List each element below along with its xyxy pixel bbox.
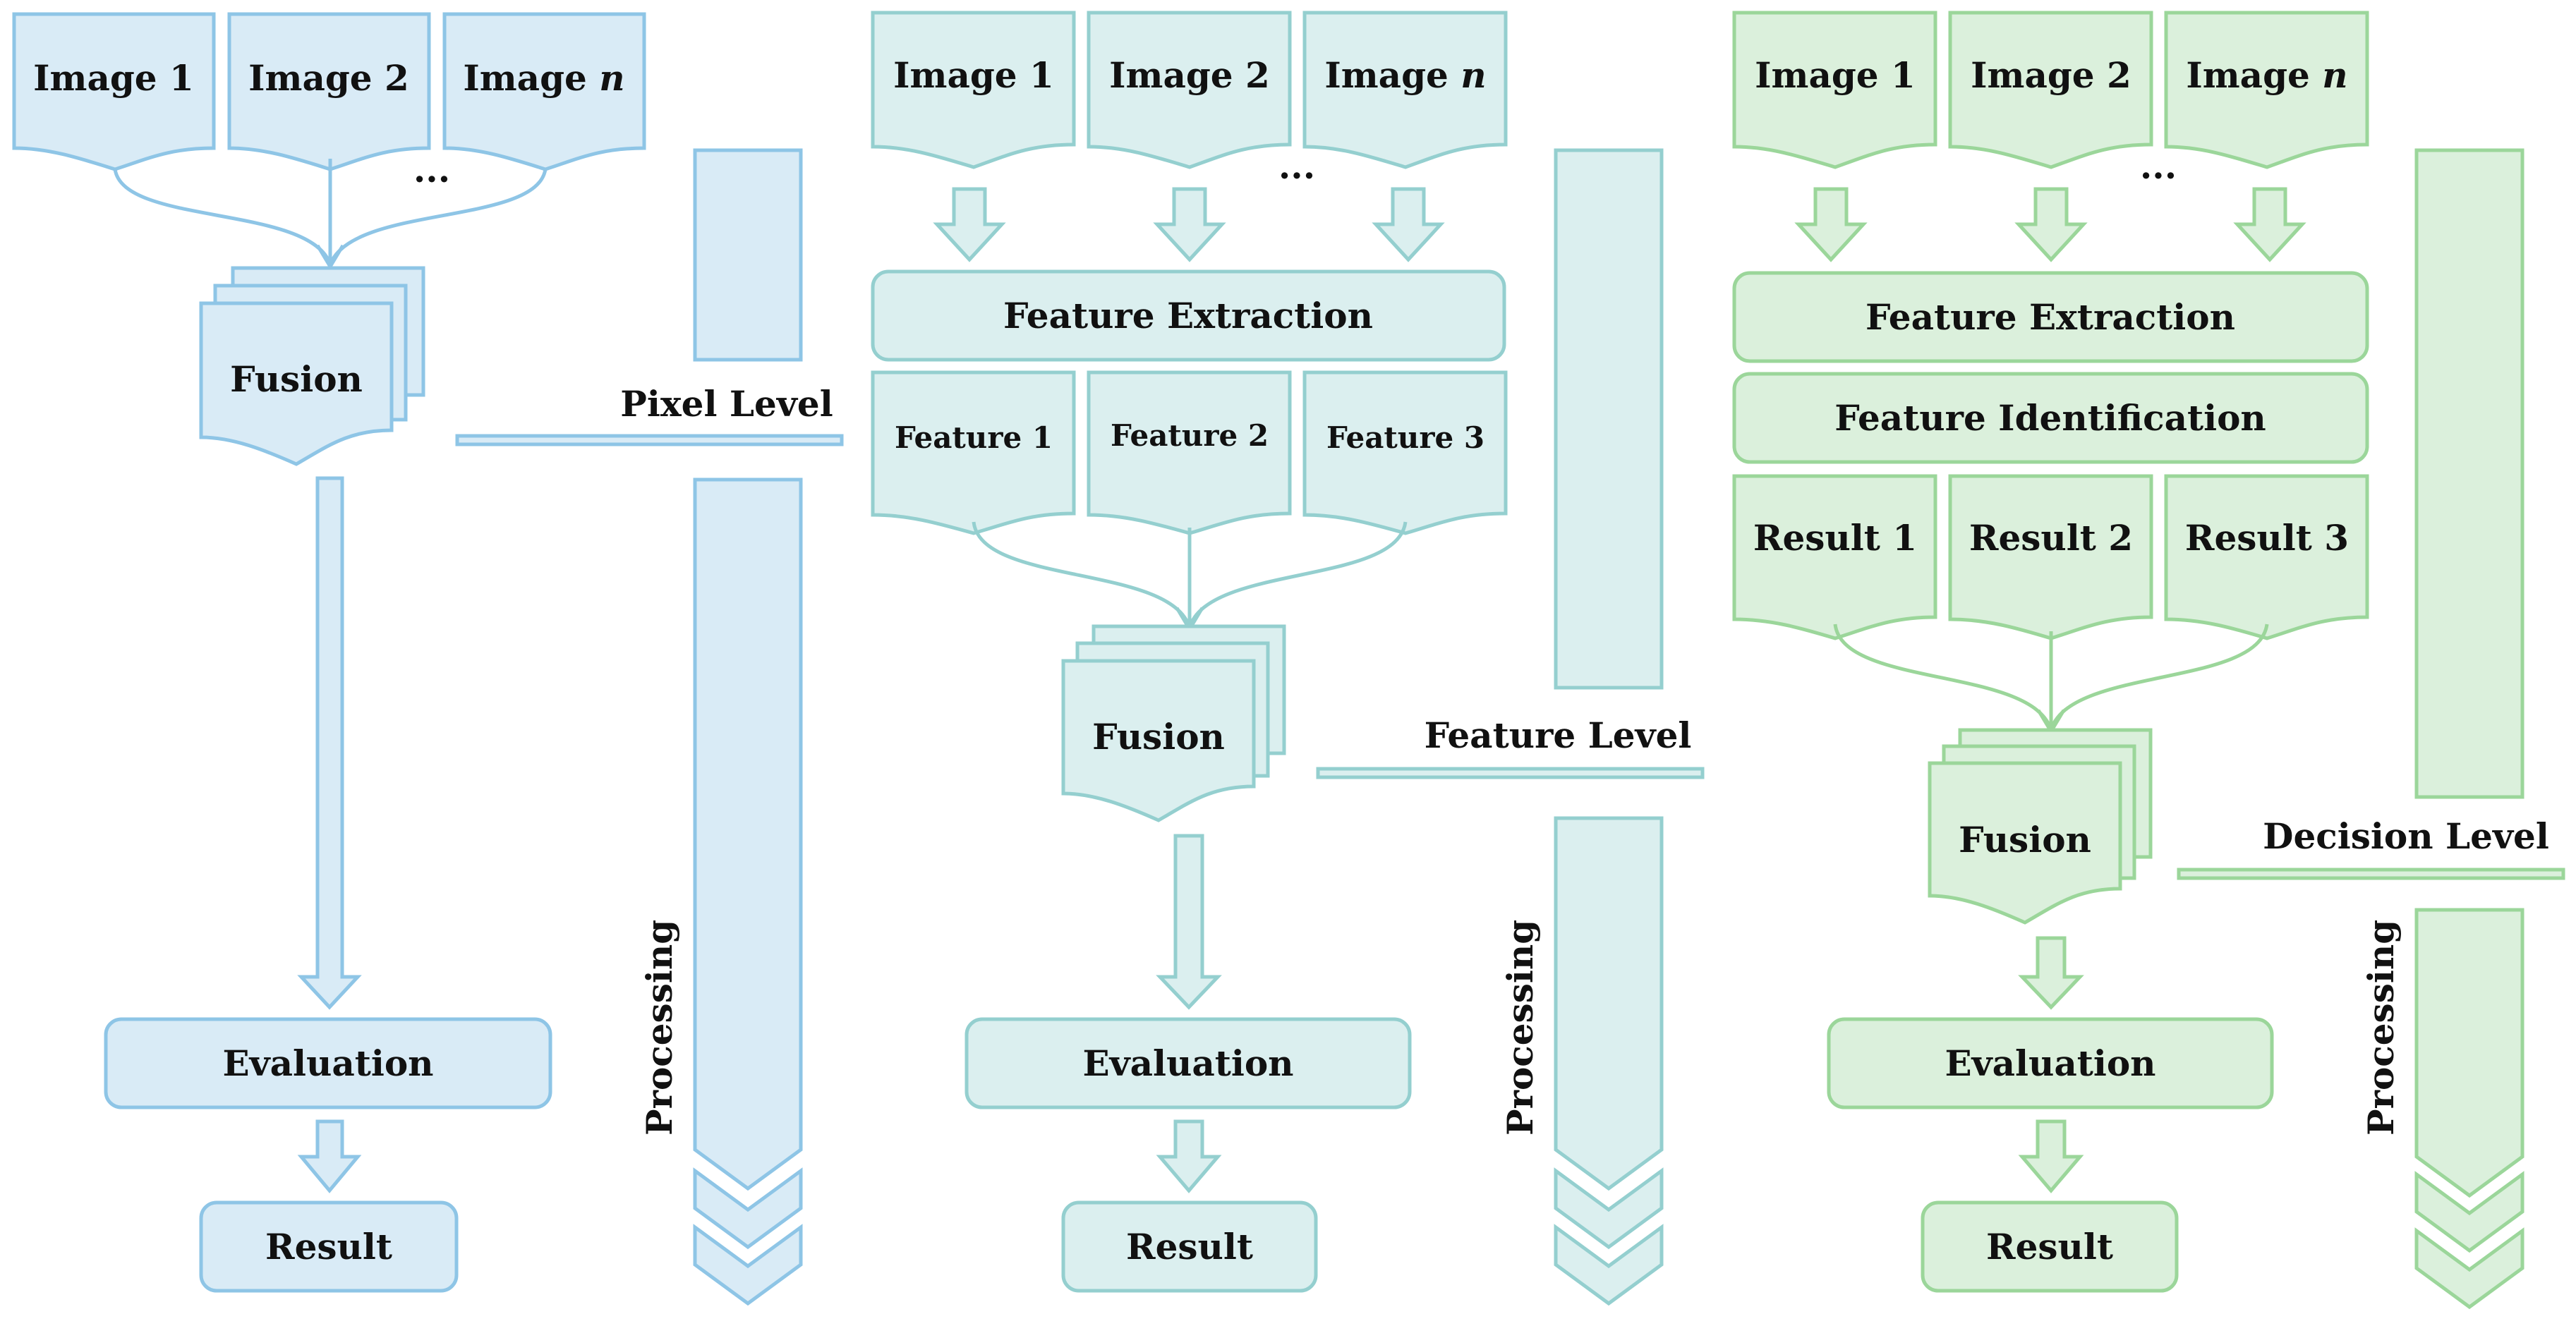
feature-processing-arrow [1554, 816, 1664, 1191]
pixel-evaluation-box: Evaluation [104, 1017, 552, 1109]
decision-level-top-bar [2414, 148, 2524, 799]
decision-processing-arrow [2414, 908, 2524, 1198]
decision-chevron-1 [2414, 1171, 2524, 1253]
pixel-merge-connector [113, 159, 548, 269]
feature-arrow-in-2 [1153, 187, 1226, 262]
svg-text:Result 3: Result 3 [2185, 517, 2349, 559]
pixel-chevron-1 [693, 1167, 803, 1250]
feature-arrow-in-3 [1372, 187, 1445, 262]
feature-merge-connector [972, 521, 1408, 631]
svg-text:Result: Result [1126, 1226, 1253, 1267]
svg-text:Feature Extraction: Feature Extraction [1003, 295, 1373, 336]
decision-result-doc-1: Result 1 [1732, 474, 1937, 640]
feature-level-divider [1316, 767, 1705, 779]
decision-input-image-2: Image 2 [1948, 11, 2153, 169]
decision-evaluation-box: Evaluation [1827, 1017, 2274, 1109]
svg-text:Image 2: Image 2 [1971, 54, 2131, 96]
feature-processing-label: Processing [1499, 920, 1541, 1136]
feature-chevron-2 [1554, 1224, 1664, 1306]
decision-merge-connector [1833, 624, 2269, 734]
pixel-level-label: Pixel Level [620, 383, 833, 425]
decision-arrow-evaluation-to-result [2018, 1119, 2084, 1193]
svg-text:Result: Result [1986, 1226, 2113, 1267]
pixel-processing-arrow [693, 478, 803, 1191]
svg-text:Feature 3: Feature 3 [1326, 420, 1484, 455]
pixel-fusion-stack: Fusion [199, 266, 425, 466]
svg-text:Result 1: Result 1 [1753, 517, 1917, 559]
feature-input-image-1: Image 1 [871, 11, 1076, 169]
decision-chevron-2 [2414, 1227, 2524, 1310]
pixel-input-image-2: Image 2 [227, 12, 431, 171]
pixel-level-panel: Image 1 Image 2 Image n ... [12, 12, 844, 1306]
feature-arrow-in-1 [933, 187, 1006, 262]
svg-text:Feature 1: Feature 1 [895, 420, 1053, 455]
feature-ellipsis: ... [1278, 145, 1315, 187]
svg-text:Result: Result [265, 1226, 392, 1267]
decision-level-panel: Image 1 Image 2 Image n ... Feature Extr… [1732, 11, 2565, 1310]
feature-doc-1: Feature 1 [871, 370, 1076, 535]
svg-text:Image 1: Image 1 [893, 54, 1054, 96]
decision-fusion-stack: Fusion [1928, 728, 2153, 925]
svg-text:Image 2: Image 2 [1109, 54, 1270, 96]
feature-evaluation-box: Evaluation [965, 1017, 1412, 1109]
decision-input-image-1: Image 1 [1732, 11, 1937, 169]
decision-result-box: Result [1921, 1200, 2179, 1293]
svg-text:Image n: Image n [463, 57, 624, 99]
decision-input-image-n: Image n [2164, 11, 2369, 169]
svg-text:Image n: Image n [2186, 54, 2347, 96]
feature-input-image-2: Image 2 [1087, 11, 1292, 169]
svg-text:Feature Identification: Feature Identification [1834, 397, 2266, 439]
decision-ellipsis: ... [2140, 145, 2177, 187]
decision-level-label: Decision Level [2263, 815, 2549, 857]
decision-arrow-in-3 [2233, 187, 2306, 262]
svg-text:Fusion: Fusion [1959, 819, 2091, 860]
feature-level-panel: Image 1 Image 2 Image n ... Feature Extr… [871, 11, 1705, 1306]
feature-input-image-n: Image n [1302, 11, 1508, 169]
pixel-input-image-1: Image 1 [12, 12, 216, 171]
pixel-chevron-2 [693, 1224, 803, 1306]
pixel-input-image-n: Image n [442, 12, 646, 171]
svg-text:Fusion: Fusion [1092, 716, 1225, 758]
decision-arrow-fusion-to-evaluation [2018, 936, 2084, 1010]
feature-fusion-stack: Fusion [1061, 624, 1286, 822]
svg-text:Result 2: Result 2 [1969, 517, 2133, 559]
svg-text:Image 1: Image 1 [33, 57, 194, 99]
decision-level-divider [2177, 868, 2565, 880]
pixel-result-box: Result [199, 1200, 459, 1293]
pixel-level-divider [455, 434, 844, 446]
decision-arrow-in-2 [2014, 187, 2088, 262]
decision-result-doc-3: Result 3 [2164, 474, 2369, 640]
feature-arrow-fusion-to-evaluation [1156, 834, 1222, 1010]
svg-text:Feature Extraction: Feature Extraction [1866, 296, 2235, 338]
svg-text:Image 2: Image 2 [248, 57, 409, 99]
pixel-processing-label: Processing [639, 920, 680, 1136]
decision-arrow-in-1 [1794, 187, 1868, 262]
svg-text:Image 1: Image 1 [1755, 54, 1916, 96]
feature-doc-3: Feature 3 [1302, 370, 1508, 535]
pixel-arrow-evaluation-to-result [297, 1119, 362, 1193]
decision-extraction-box: Feature Extraction [1732, 271, 2369, 363]
decision-identification-box: Feature Identification [1732, 372, 2369, 464]
svg-text:Fusion: Fusion [230, 358, 363, 400]
pixel-level-top-bar [693, 148, 803, 362]
feature-arrow-evaluation-to-result [1156, 1119, 1222, 1193]
feature-level-label: Feature Level [1425, 714, 1692, 756]
feature-level-top-bar [1554, 148, 1664, 690]
pixel-arrow-fusion-to-evaluation [297, 476, 362, 1010]
feature-extraction-box: Feature Extraction [871, 269, 1506, 362]
feature-result-box: Result [1061, 1200, 1318, 1293]
pixel-ellipsis: ... [413, 149, 450, 190]
svg-text:Image n: Image n [1324, 54, 1486, 96]
decision-result-doc-2: Result 2 [1948, 474, 2153, 640]
svg-text:Evaluation: Evaluation [222, 1042, 433, 1084]
feature-chevron-1 [1554, 1167, 1664, 1250]
svg-text:Evaluation: Evaluation [1082, 1042, 1293, 1084]
decision-processing-label: Processing [2360, 920, 2402, 1136]
svg-text:Evaluation: Evaluation [1945, 1042, 2155, 1084]
svg-text:Feature 2: Feature 2 [1111, 418, 1269, 453]
feature-doc-2: Feature 2 [1087, 370, 1292, 535]
